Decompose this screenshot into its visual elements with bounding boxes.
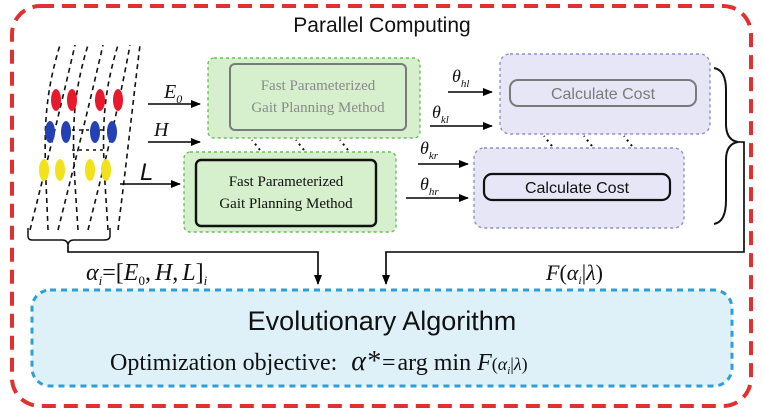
cost-front-label: Calculate Cost [525, 180, 630, 197]
planner-back-line1: Fast Parameterized [261, 78, 376, 94]
cost-back-label: Calculate Cost [551, 86, 656, 103]
h-label: H [153, 119, 170, 141]
planner-box-back [207, 57, 421, 139]
f-formula: F(αi|λ) [545, 260, 603, 287]
cost-ellipsis [543, 135, 633, 147]
planner-front-line2: Gait Planning Method [219, 196, 353, 212]
cost-box-front-inner [482, 172, 672, 202]
alpha-formula: αi=[E0,H,L]i [86, 260, 208, 288]
gait-brace [27, 228, 111, 247]
planner-ellipsis [251, 139, 349, 151]
planner-box-front-inner [194, 158, 378, 228]
theta-hl-label: θhl [452, 66, 469, 90]
l-label: L [140, 159, 153, 186]
planner-box-back-inner [229, 63, 407, 131]
outer-frame [10, 4, 753, 408]
planner-box-front [183, 151, 397, 233]
planner-front-line1: Fast Parameterized [229, 174, 344, 190]
theta-kr-label: θkr [420, 138, 439, 162]
planner-back-line2: Gait Planning Method [251, 100, 385, 116]
gait-markers-yellow [39, 159, 111, 181]
e0-label: E0 [163, 81, 182, 106]
cost-brace [713, 67, 739, 225]
ea-title: Evolutionary Algorithm [248, 306, 517, 336]
alpha-connector [67, 246, 322, 285]
f-connector [382, 141, 745, 285]
cost-box-back-inner [509, 79, 697, 107]
ea-box [30, 288, 734, 388]
gait-markers-blue [45, 121, 117, 143]
theta-kl-label: θkl [432, 102, 449, 126]
cost-box-front [473, 147, 685, 229]
diagram-title: Parallel Computing [293, 14, 470, 37]
theta-hr-label: θhr [420, 174, 439, 198]
gait-horizontal-dots [72, 129, 108, 151]
cost-box-back [499, 53, 711, 135]
gait-markers-red [51, 89, 123, 111]
